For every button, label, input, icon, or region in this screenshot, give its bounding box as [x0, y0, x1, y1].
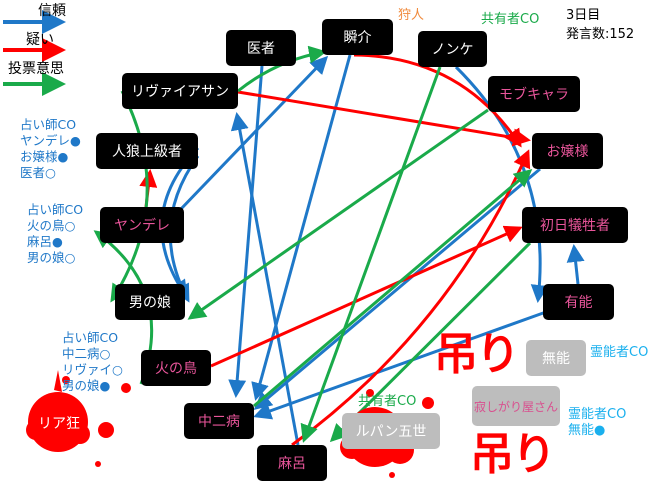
blood-splat-icon — [26, 370, 131, 467]
hanged-stamp: 吊り — [434, 329, 520, 380]
node-otokonoko[interactable]: 男の娘 — [115, 284, 185, 320]
trust-arrow-maro-to-leviathan — [230, 112, 300, 446]
note-line: 医者○ — [20, 165, 56, 180]
note-line: ヤンデレ● — [20, 133, 81, 148]
medium-co-note-2: 霊能者CO 無能● — [568, 407, 626, 439]
legend-trust-label: 信頼 — [38, 3, 66, 19]
doubt-arrow-shunsuke-to-ojousama — [353, 53, 522, 148]
lupin-mason-co: 共有者CO — [358, 394, 417, 409]
legend-vote-label: 投票意思 — [8, 61, 64, 77]
hanged-stamp: 吊り — [470, 429, 556, 480]
note-line: 麻呂● — [27, 234, 63, 249]
note-line: リヴァイ○ — [62, 362, 123, 377]
node-maro[interactable]: 麻呂 — [257, 445, 327, 481]
seer-co-note-1: 占い師CO ヤンデレ● お嬢様● 医者○ — [20, 117, 81, 181]
note-line: 中二病○ — [62, 346, 111, 361]
node-shonichi[interactable]: 初日犠牲者 — [522, 207, 628, 243]
medium-co-note-1: 霊能者CO — [590, 345, 649, 360]
doubt-arrow-maro-to-ojousama — [291, 149, 531, 447]
vote-arrow-nonke-to-maro — [300, 66, 442, 443]
vote-arrow-leviathan-to-otokonoko — [110, 90, 149, 303]
vote-arrow-chuuni-to-ojousama — [253, 169, 533, 408]
note-line: 占い師CO — [27, 202, 84, 217]
day-label: 3日目 — [566, 8, 601, 23]
node-shunsuke[interactable]: 瞬介 — [322, 19, 393, 55]
node-riakyou[interactable]: リア狂 — [38, 416, 80, 432]
legend-doubt-label: 疑い — [26, 32, 54, 48]
note-line: 男の娘○ — [27, 250, 76, 265]
node-mobchara[interactable]: モブキャラ — [488, 76, 580, 112]
node-yuunou[interactable]: 有能 — [543, 284, 614, 320]
trust-arrow-ojousama-to-chuuni — [253, 167, 541, 410]
node-jinrou[interactable]: 人狼上級者 — [96, 133, 198, 169]
note-line: 霊能者CO — [568, 407, 627, 422]
mason-co-label: 共有者CO — [481, 12, 540, 27]
node-leviathan[interactable]: リヴァイアサン — [122, 73, 238, 109]
node-isha[interactable]: 医者 — [226, 30, 296, 66]
note-line: 占い師CO — [20, 117, 77, 132]
vote-arrow-leviathan-to-shunsuke — [237, 45, 327, 93]
node-hinotori[interactable]: 火の鳥 — [141, 350, 211, 386]
node-sabishigari[interactable]: 寂しがり屋さん — [472, 386, 560, 426]
note-line: お嬢様● — [20, 149, 69, 164]
seer-co-note-3: 占い師CO 中二病○ リヴァイ○ 男の娘● — [62, 330, 123, 394]
node-chuuni[interactable]: 中二病 — [184, 403, 254, 439]
trust-arrow-yuunou-to-chuuni — [253, 310, 547, 420]
node-nonke[interactable]: ノンケ — [418, 31, 487, 67]
trust-arrow-yandere-to-shunsuke — [178, 55, 329, 212]
note-line: 男の娘● — [62, 378, 111, 393]
node-yandere[interactable]: ヤンデレ — [100, 207, 184, 243]
trust-arrow-yuunou-to-shonichi — [566, 244, 585, 285]
hunter-label: 狩人 — [398, 8, 425, 23]
node-munou[interactable]: 無能 — [526, 340, 586, 376]
node-ojousama[interactable]: お嬢様 — [532, 133, 603, 169]
note-line: 火の鳥○ — [27, 218, 76, 233]
doubt-arrow-leviathan-to-ojousama — [237, 90, 531, 147]
note-line: 占い師CO — [62, 330, 119, 345]
doubt-arrow-hinotori-to-shonichi — [210, 225, 523, 368]
trust-arrow-shunsuke-to-chuuni — [251, 54, 352, 401]
note-line: 無能● — [568, 423, 606, 438]
vote-arrow-mobchara-to-otokonoko — [187, 108, 489, 320]
node-lupin[interactable]: ルパン五世 — [342, 413, 440, 449]
post-count: 発言数:152 — [566, 27, 635, 42]
seer-co-note-2: 占い師CO 火の鳥○ 麻呂● 男の娘○ — [27, 202, 83, 266]
